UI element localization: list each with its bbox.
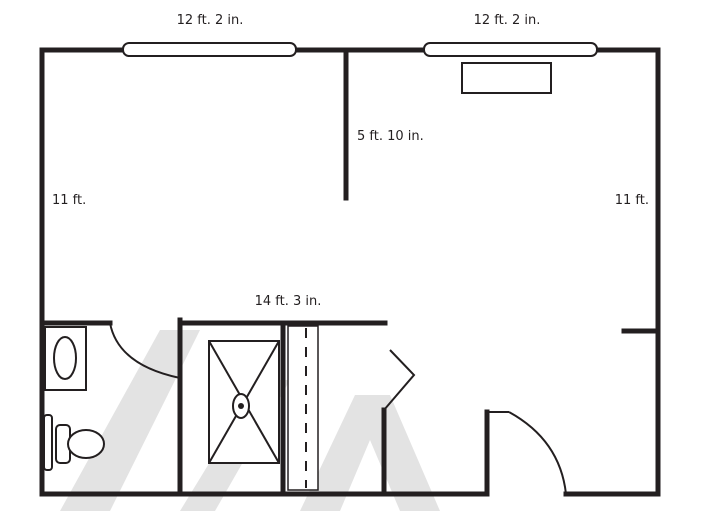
window-icon: [122, 42, 297, 57]
shower-icon: [208, 340, 280, 464]
dresser-icon: [461, 62, 552, 94]
toilet-icon: [43, 414, 105, 471]
interior-walls: [39, 317, 490, 497]
right-depth-label: 11 ft.: [615, 193, 649, 208]
top-right-width-label: 12 ft. 2 in.: [474, 13, 541, 28]
sink-icon: [44, 326, 87, 391]
window-icon: [423, 42, 598, 57]
closet-door-icon: [383, 349, 416, 411]
bathroom-door-icon: [109, 322, 181, 379]
interior-width-label: 14 ft. 3 in.: [255, 294, 322, 309]
left-depth-label: 11 ft.: [52, 193, 86, 208]
top-left-width-label: 12 ft. 2 in.: [177, 13, 244, 28]
partition-length-label: 5 ft. 10 in.: [357, 129, 424, 144]
closet: [287, 325, 319, 491]
entry-door-icon: [487, 411, 567, 495]
